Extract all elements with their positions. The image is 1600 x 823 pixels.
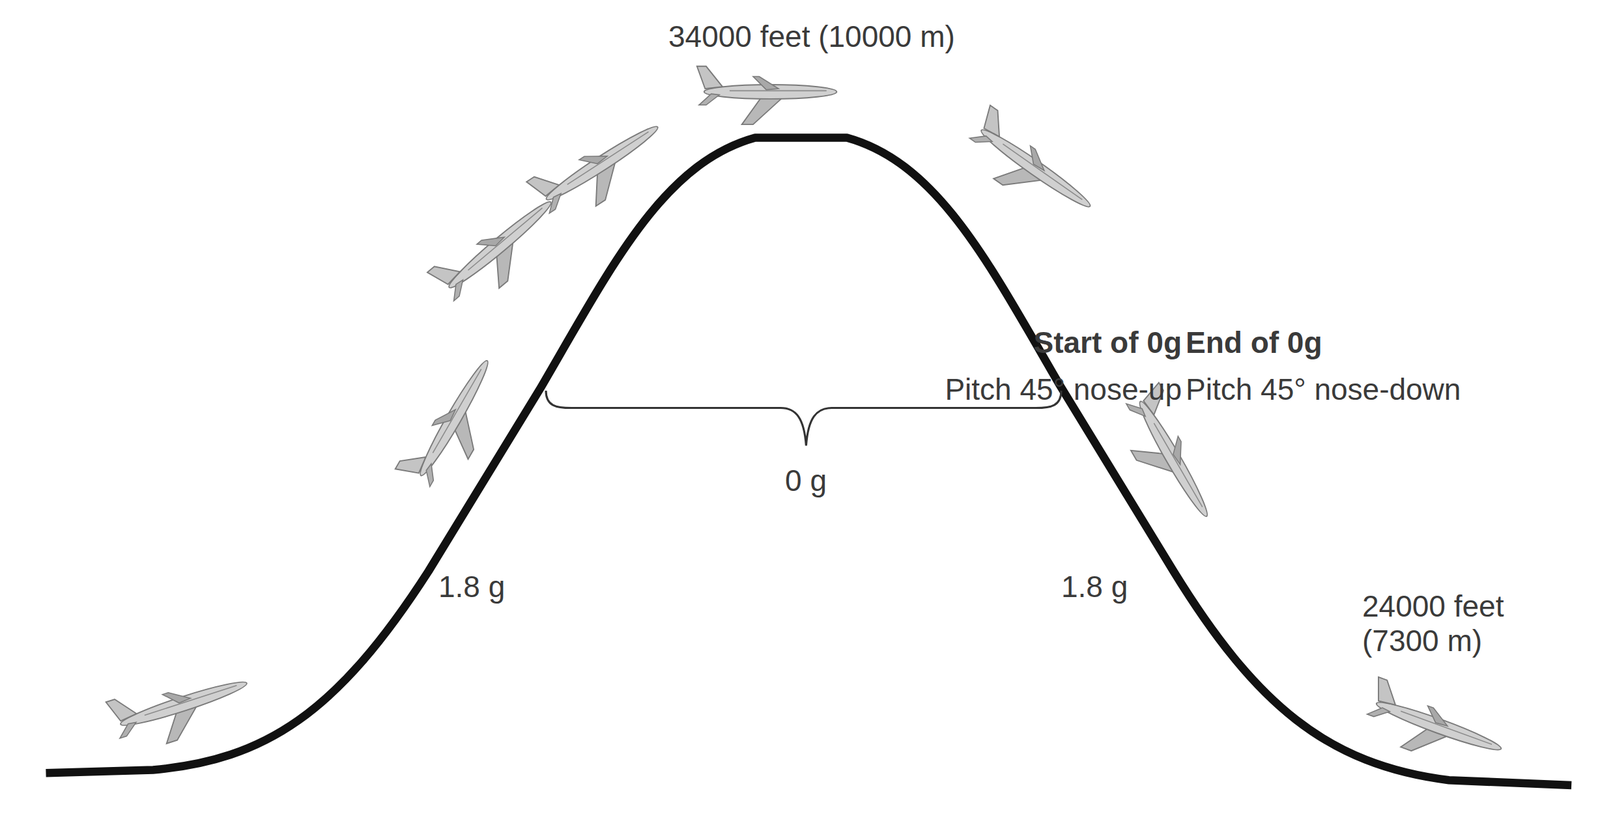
airplane <box>526 105 676 231</box>
gravity-label: 1.8 g <box>1061 570 1128 605</box>
airplane <box>427 182 572 317</box>
airplane <box>106 659 258 758</box>
pitch-note: Pitch 45° nose-up <box>944 372 1182 408</box>
phase-heading: End of 0g <box>1185 325 1323 361</box>
airplane <box>395 347 516 498</box>
pitch-note: Pitch 45° nose-down <box>1185 372 1461 408</box>
phase-heading: Start of 0g <box>1033 325 1182 361</box>
altitude-label: 34000 feet (10000 m) <box>668 19 956 55</box>
airplane <box>1358 677 1510 780</box>
flight-path <box>45 137 1572 786</box>
gravity-label: 0 g <box>785 463 827 499</box>
altitude-label: 24000 feet (7300 m) <box>1362 589 1532 659</box>
airplane <box>957 105 1105 234</box>
airplane <box>697 66 838 125</box>
gravity-label: 1.8 g <box>438 570 505 605</box>
